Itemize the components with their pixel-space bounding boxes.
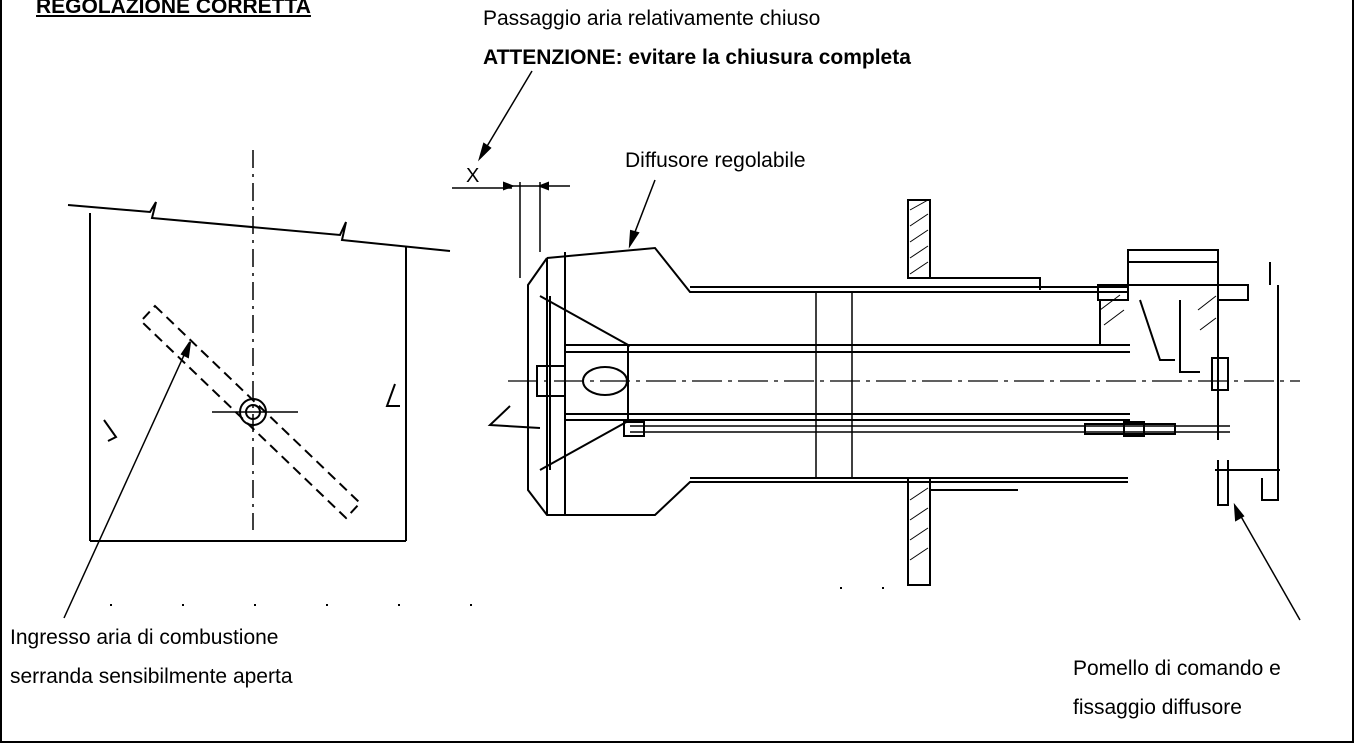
dimension-x-label: X xyxy=(466,165,480,187)
intake-label-line2: serranda sensibilmente aperta xyxy=(10,665,293,688)
knob-label-line2: fissaggio diffusore xyxy=(1073,696,1242,719)
burner-head-section xyxy=(452,70,1301,621)
intake-label-line1: Ingresso aria di combustione xyxy=(10,626,279,649)
knob-label-line1: Pomello di comando e xyxy=(1073,657,1281,680)
passage-warning-line2: ATTENZIONE: evitare la chiusura completa xyxy=(483,46,911,69)
air-damper-view xyxy=(63,150,480,619)
passage-label-line1: Passaggio aria relativamente chiuso xyxy=(483,7,821,30)
diffuser-label: Diffusore regolabile xyxy=(625,149,806,172)
section-title: REGOLAZIONE CORRETTA xyxy=(36,0,311,18)
